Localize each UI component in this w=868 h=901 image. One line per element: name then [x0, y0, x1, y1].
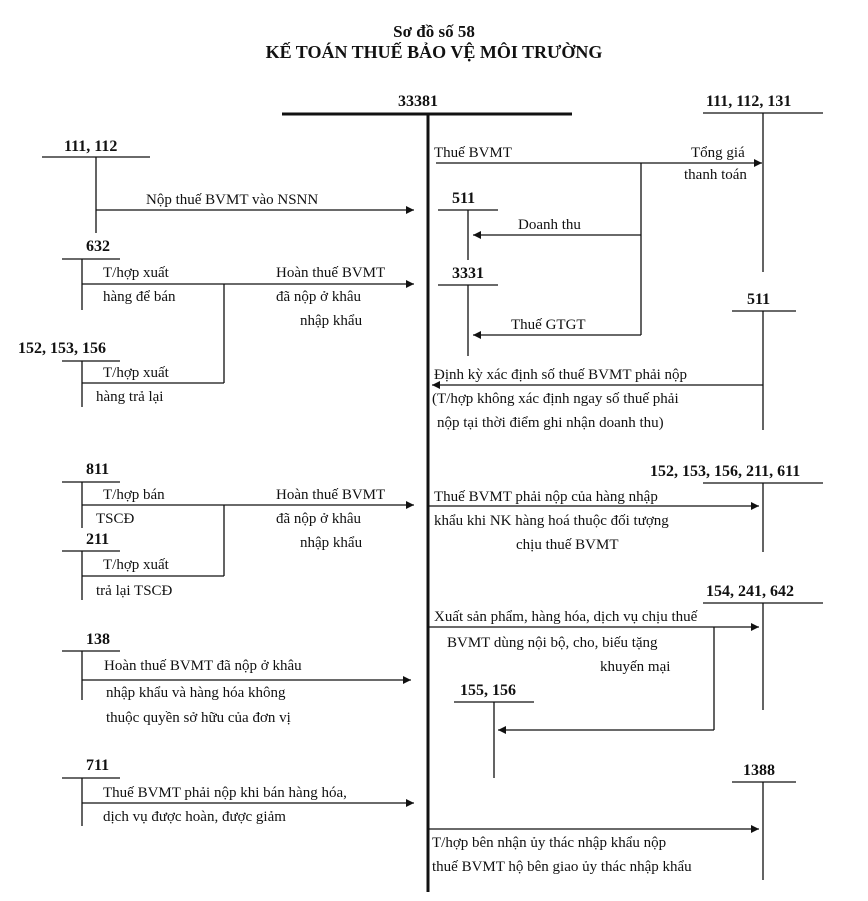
- account-154-241-642: 154, 241, 642: [706, 583, 794, 600]
- label-da-nop-1: đã nộp ở khâu: [276, 289, 361, 305]
- account-511-inner: 511: [452, 190, 476, 207]
- label-nop-thue: Nộp thuế BVMT vào NSNN: [146, 192, 319, 208]
- label-thop-xuat-3: T/hợp xuất: [103, 557, 169, 573]
- account-632: 632: [86, 238, 110, 255]
- label-nhap-khau-1: nhập khẩu: [300, 313, 363, 329]
- label-xuat-2: BVMT dùng nội bộ, cho, biếu tặng: [447, 635, 658, 651]
- account-152-153-156-211-611: 152, 153, 156, 211, 611: [650, 463, 801, 480]
- label-dinh-ky-2: (T/hợp không xác định ngay số thuế phải: [432, 391, 679, 407]
- label-uy-thac-1: T/hợp bên nhận ủy thác nhập khẩu nộp: [432, 835, 667, 851]
- label-hoan-138-2: nhập khẩu và hàng hóa không: [106, 685, 286, 701]
- label-hang-de-ban: hàng để bán: [103, 289, 176, 305]
- label-thue-gtgt: Thuế GTGT: [511, 317, 586, 333]
- label-nhap-khau-2: nhập khẩu: [300, 535, 363, 551]
- account-211: 211: [86, 531, 110, 548]
- label-dinh-ky-3: nộp tại thời điểm ghi nhận doanh thu): [437, 415, 664, 431]
- label-xuat-3: khuyến mại: [600, 659, 671, 675]
- label-doanh-thu: Doanh thu: [518, 217, 581, 233]
- account-33381: 33381: [398, 93, 438, 110]
- label-hoan-138-1: Hoàn thuế BVMT đã nộp ở khâu: [104, 658, 302, 674]
- label-thanh-toan: thanh toán: [684, 167, 747, 183]
- account-3331: 3331: [452, 265, 484, 282]
- label-dinh-ky-1: Định kỳ xác định số thuế BVMT phải nộp: [434, 367, 688, 383]
- account-1388: 1388: [743, 762, 775, 779]
- header-title: KẾ TOÁN THUẾ BẢO VỆ MÔI TRƯỜNG: [265, 42, 603, 62]
- label-nk-3: chịu thuế BVMT: [516, 537, 619, 553]
- label-hoan-138-3: thuộc quyền sở hữu của đơn vị: [106, 710, 291, 726]
- label-xuat-1: Xuất sản phẩm, hàng hóa, dịch vụ chịu th…: [434, 609, 698, 625]
- label-nk-2: khẩu khi NK hàng hoá thuộc đối tượng: [434, 513, 669, 529]
- label-ban-711-2: dịch vụ được hoàn, được giảm: [103, 809, 286, 825]
- label-thop-ban: T/hợp bán: [103, 487, 165, 503]
- label-hoan-thue-1: Hoàn thuế BVMT: [276, 265, 386, 281]
- label-da-nop-2: đã nộp ở khâu: [276, 511, 361, 527]
- label-thue-bvmt: Thuế BVMT: [434, 145, 512, 161]
- label-thop-xuat-2: T/hợp xuất: [103, 365, 169, 381]
- account-152-153-156: 152, 153, 156: [18, 340, 106, 357]
- label-ban-711-1: Thuế BVMT phải nộp khi bán hàng hóa,: [103, 785, 347, 801]
- account-111-112: 111, 112: [64, 138, 118, 155]
- label-thop-xuat-1: T/hợp xuất: [103, 265, 169, 281]
- account-811: 811: [86, 461, 110, 478]
- account-138: 138: [86, 631, 110, 648]
- label-nk-1: Thuế BVMT phải nộp của hàng nhập: [434, 489, 658, 505]
- header-number: Sơ đồ số 58: [393, 22, 475, 41]
- account-711: 711: [86, 757, 110, 774]
- account-111-112-131: 111, 112, 131: [706, 93, 792, 110]
- label-tscd: TSCĐ: [96, 511, 135, 527]
- account-511-right: 511: [747, 291, 771, 308]
- label-hoan-thue-2: Hoàn thuế BVMT: [276, 487, 386, 503]
- label-tra-lai-tscd: trả lại TSCĐ: [96, 583, 173, 599]
- account-155-156: 155, 156: [460, 682, 516, 699]
- label-hang-tra-lai: hàng trả lại: [96, 389, 164, 405]
- label-tong-gia: Tổng giá: [691, 145, 745, 161]
- label-uy-thac-2: thuế BVMT hộ bên giao ủy thác nhập khẩu: [432, 859, 692, 875]
